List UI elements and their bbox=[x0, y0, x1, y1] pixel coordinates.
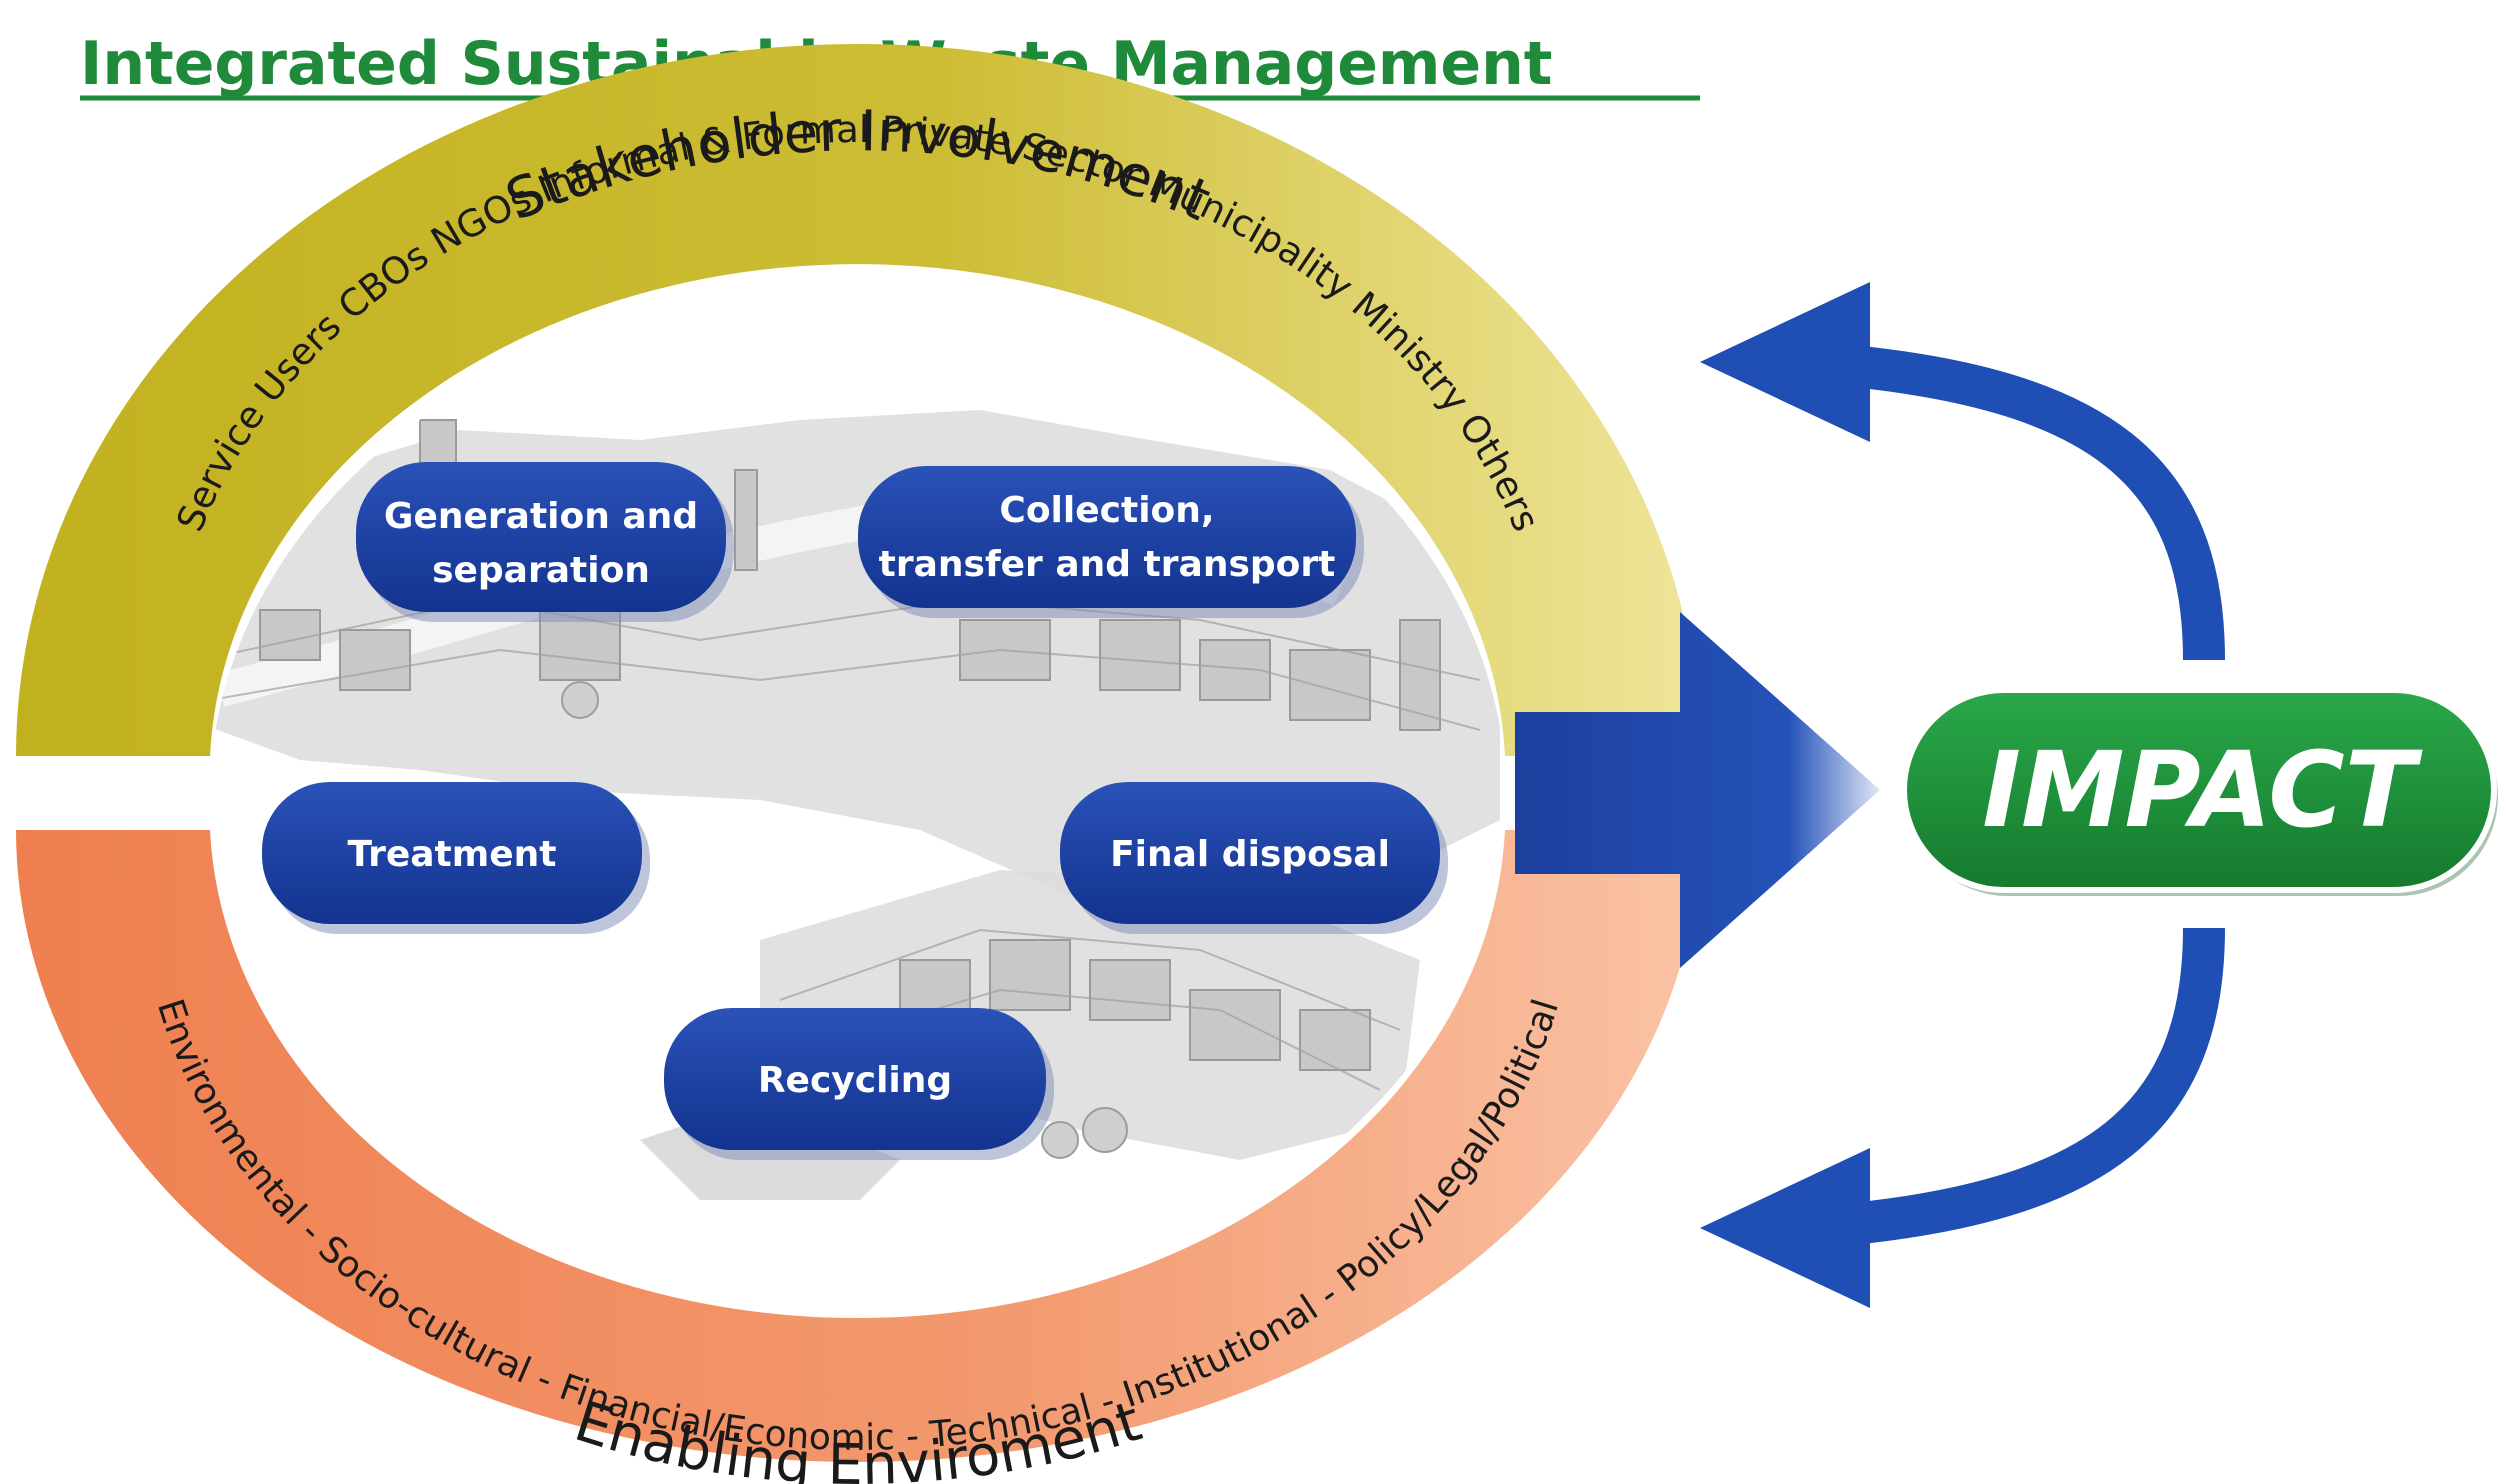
feedback-arrow-top bbox=[1700, 282, 2225, 661]
step-generation-separation: Generation and separation bbox=[356, 462, 734, 622]
feedback-arrow-bottom bbox=[1700, 927, 2225, 1308]
step-label: Final disposal bbox=[1110, 834, 1390, 875]
step-label: Generation and bbox=[384, 496, 698, 537]
step-treatment: Treatment bbox=[262, 782, 650, 934]
arrow-to-impact bbox=[1515, 612, 1880, 968]
step-label: Treatment bbox=[347, 834, 556, 875]
step-label: Collection, bbox=[999, 490, 1214, 531]
impact-badge: IMPACT bbox=[1901, 687, 2498, 896]
step-label: Recycling bbox=[758, 1060, 952, 1101]
step-final-disposal: Final disposal bbox=[1060, 782, 1448, 934]
step-recycling: Recycling bbox=[664, 1008, 1054, 1160]
step-label: separation bbox=[432, 550, 650, 591]
step-collection-transfer-transport: Collection, transfer and transport bbox=[858, 466, 1364, 618]
impact-label: IMPACT bbox=[1982, 729, 2422, 851]
step-label: transfer and transport bbox=[879, 544, 1336, 585]
